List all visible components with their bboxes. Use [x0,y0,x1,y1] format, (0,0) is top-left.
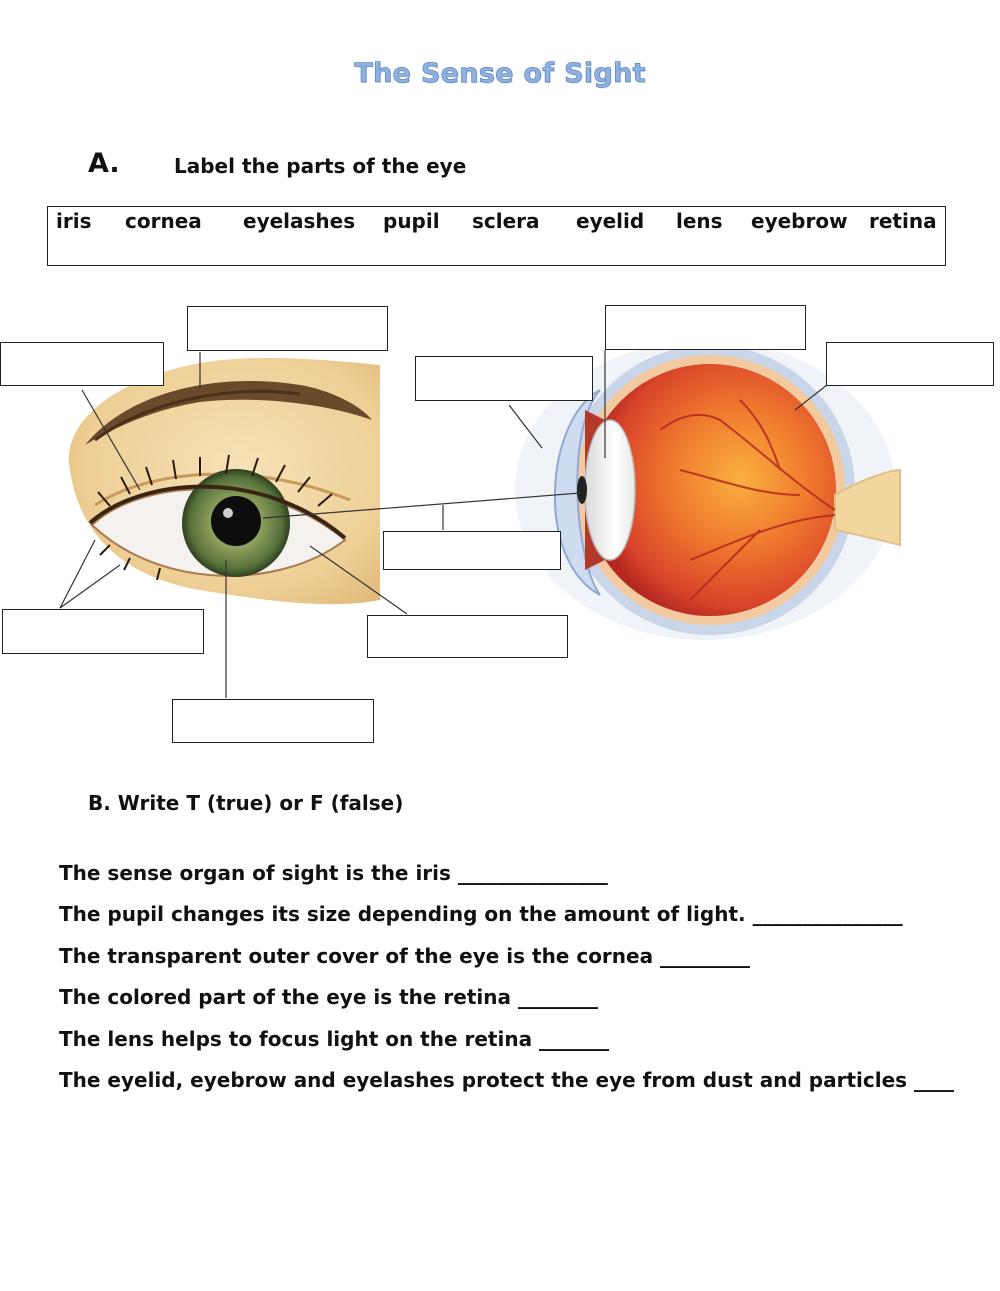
label-answer-box[interactable] [367,615,568,658]
word-bank-item[interactable]: retina [869,209,937,233]
true-false-statement[interactable]: The eyelid, eyebrow and eyelashes protec… [59,1068,955,1092]
word-bank-item[interactable]: eyelashes [243,209,356,233]
label-answer-box[interactable] [0,342,164,386]
label-answer-box[interactable] [605,305,806,350]
page-title: The Sense of Sight [354,58,646,90]
true-false-statement[interactable]: The sense organ of sight is the iris ___… [59,861,608,885]
eyelashes-shape [97,454,333,581]
eye-diagram [59,340,901,698]
word-bank-item[interactable]: pupil [383,209,440,233]
true-false-statement[interactable]: The pupil changes its size depending on … [59,902,903,926]
eyebrow-shape [85,380,372,445]
section-b-heading: B. Write T (true) or F (false) [88,791,404,815]
word-bank-item[interactable]: eyelid [576,209,645,233]
word-bank-item[interactable]: cornea [125,209,202,233]
word-bank-item[interactable]: eyebrow [751,209,848,233]
label-answer-box[interactable] [383,531,561,570]
lens-shape [584,419,636,561]
label-answer-box[interactable] [172,699,374,743]
external-eye-illustration [68,357,380,605]
true-false-statement[interactable]: The colored part of the eye is the retin… [59,985,598,1009]
label-answer-box[interactable] [826,342,994,386]
label-answer-box[interactable] [187,306,388,351]
label-answer-box[interactable] [415,356,593,401]
pupil-cross-shape [577,476,587,504]
pupil-shape [211,496,261,546]
word-bank-item[interactable]: iris [56,209,92,233]
section-a-instruction: Label the parts of the eye [174,154,467,178]
true-false-statement[interactable]: The transparent outer cover of the eye i… [59,944,751,968]
word-bank-item[interactable]: lens [676,209,723,233]
eyeball-cross-section-illustration [515,340,901,640]
label-leader-lines [59,350,828,698]
label-answer-box[interactable] [2,609,204,654]
section-a-letter: A. [88,148,120,179]
word-bank-item[interactable]: sclera [472,209,540,233]
cornea-shape [553,389,601,596]
eyeball-shape [584,364,836,616]
true-false-statement[interactable]: The lens helps to focus light on the ret… [59,1027,610,1051]
word-bank: iris cornea eyelashes pupil sclera eyeli… [47,206,946,266]
